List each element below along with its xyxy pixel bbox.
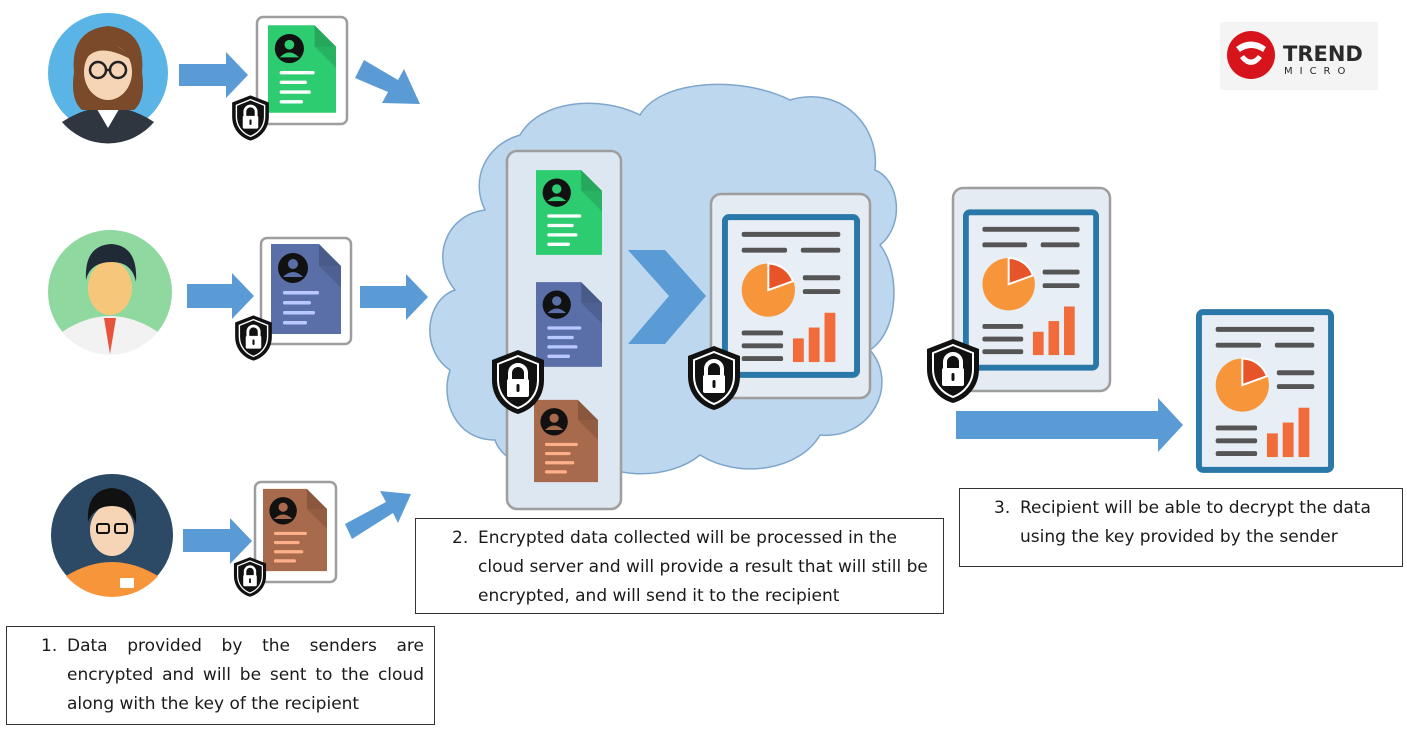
caption-step-3: 3. Recipient will be able to decrypt the…: [959, 488, 1403, 567]
trend-micro-logo: TREND MICRO: [1220, 22, 1378, 90]
document-icon: [271, 244, 341, 334]
shield-lock-icon: [927, 339, 979, 403]
logo-text-micro: MICRO: [1284, 66, 1352, 77]
sender-avatar-glasses-man: [51, 474, 173, 597]
arrows: [179, 52, 1183, 564]
shield-lock-icon: [230, 94, 271, 142]
caption-step-3-number: 3.: [994, 498, 1011, 518]
shield-lock-icon: [233, 314, 274, 362]
caption-step-2-number: 2.: [452, 528, 469, 548]
logo-mark-icon: [1227, 31, 1275, 79]
document-icon: [263, 488, 327, 572]
encrypted-report-sent: [927, 186, 1112, 403]
decrypted-report: [1199, 312, 1331, 470]
sender-doc-brown: [232, 480, 338, 598]
document-icon: [536, 170, 602, 255]
caption-step-3-text: Recipient will be able to decrypt the da…: [1020, 498, 1371, 547]
arrow-icon: [360, 274, 428, 320]
document-icon: [534, 399, 598, 483]
report-icon: [1199, 312, 1331, 470]
report-icon: [725, 217, 857, 375]
logo-text-trend: TREND: [1283, 42, 1363, 66]
sender-doc-green: [230, 15, 349, 142]
arrow-icon: [187, 273, 254, 319]
cloud-processed-report: [688, 192, 872, 410]
sender-avatar-woman: [48, 13, 168, 144]
caption-step-2: 2. Encrypted data collected will be proc…: [415, 518, 944, 614]
sender-doc-blue: [233, 236, 353, 362]
document-icon: [536, 282, 602, 367]
report-icon: [966, 212, 1096, 367]
arrow-icon: [183, 518, 252, 564]
caption-step-1: 1. Data provided by the senders are encr…: [6, 626, 435, 725]
caption-step-2-text: Encrypted data collected will be process…: [478, 528, 928, 606]
caption-step-1-text: Data provided by the senders are encrypt…: [67, 636, 424, 714]
document-icon: [268, 25, 336, 113]
arrow-icon: [355, 60, 420, 104]
arrow-icon: [956, 398, 1183, 452]
caption-step-1-number: 1.: [41, 636, 58, 656]
arrow-icon: [628, 250, 706, 344]
cloud-collected-docs: [492, 149, 623, 511]
shield-lock-icon: [232, 556, 268, 598]
arrow-icon: [179, 52, 248, 98]
sender-avatar-man: [48, 230, 172, 355]
arrow-icon: [345, 491, 411, 539]
